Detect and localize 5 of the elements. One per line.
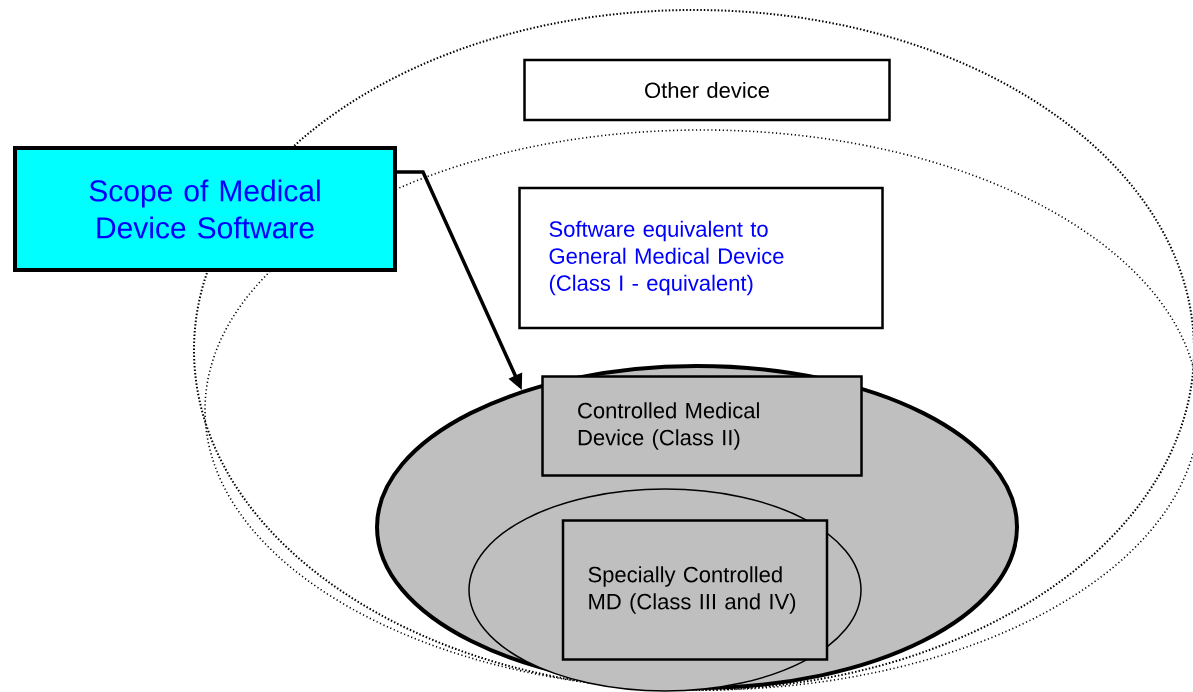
category-box: Software equivalent to General Medical Device (Class I - equivalent) [518,186,884,330]
category-box: Controlled Medical Device (Class II) [541,375,863,477]
title-box: Scope of Medical Device Software [13,146,397,272]
category-box: Other device [523,58,891,122]
category-box: Specially Controlled MD (Class III and IV) [561,519,829,661]
